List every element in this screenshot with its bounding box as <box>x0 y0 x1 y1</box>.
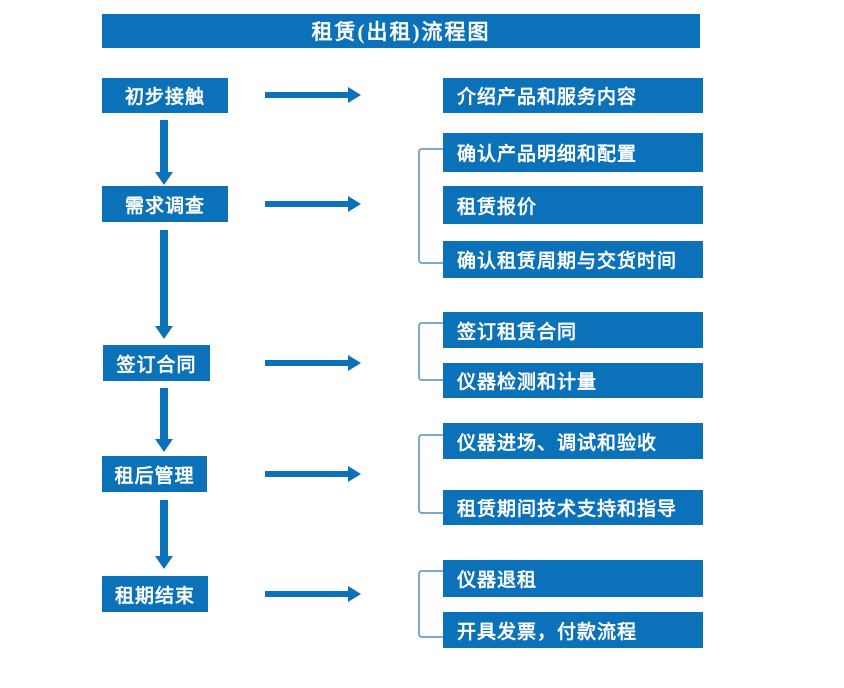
group-bracket-needs-survey <box>418 148 443 264</box>
detail-box-technical-support[interactable]: 租赁期间技术支持和指导 <box>443 490 703 525</box>
group-bracket-post-lease <box>418 434 443 514</box>
stage-box-lease-end[interactable]: 租期结束 <box>102 576 208 612</box>
detail-box-invoice-payment[interactable]: 开具发票，付款流程 <box>443 612 703 648</box>
detail-box-lease-quotation[interactable]: 租赁报价 <box>443 186 703 224</box>
group-bracket-lease-end <box>418 570 443 638</box>
detail-box-confirm-lease-period[interactable]: 确认租赁周期与交货时间 <box>443 241 703 278</box>
detail-box-instrument-return[interactable]: 仪器退租 <box>443 560 703 597</box>
stage-box-needs-survey[interactable]: 需求调查 <box>102 186 228 222</box>
stage-box-sign-contract[interactable]: 签订合同 <box>103 345 210 381</box>
detail-box-instrument-inspection[interactable]: 仪器检测和计量 <box>443 363 703 398</box>
stage-box-post-lease-management[interactable]: 租后管理 <box>102 456 207 492</box>
detail-box-introduce-products[interactable]: 介绍产品和服务内容 <box>443 78 703 113</box>
detail-box-instrument-delivery[interactable]: 仪器进场、调试和验收 <box>443 423 703 459</box>
detail-box-confirm-product-specs[interactable]: 确认产品明细和配置 <box>443 133 703 172</box>
stage-box-initial-contact[interactable]: 初步接触 <box>102 78 228 113</box>
group-bracket-sign-contract <box>418 322 443 381</box>
diagram-title: 租赁(出租)流程图 <box>102 14 700 48</box>
detail-box-sign-lease-contract[interactable]: 签订租赁合同 <box>443 312 703 348</box>
